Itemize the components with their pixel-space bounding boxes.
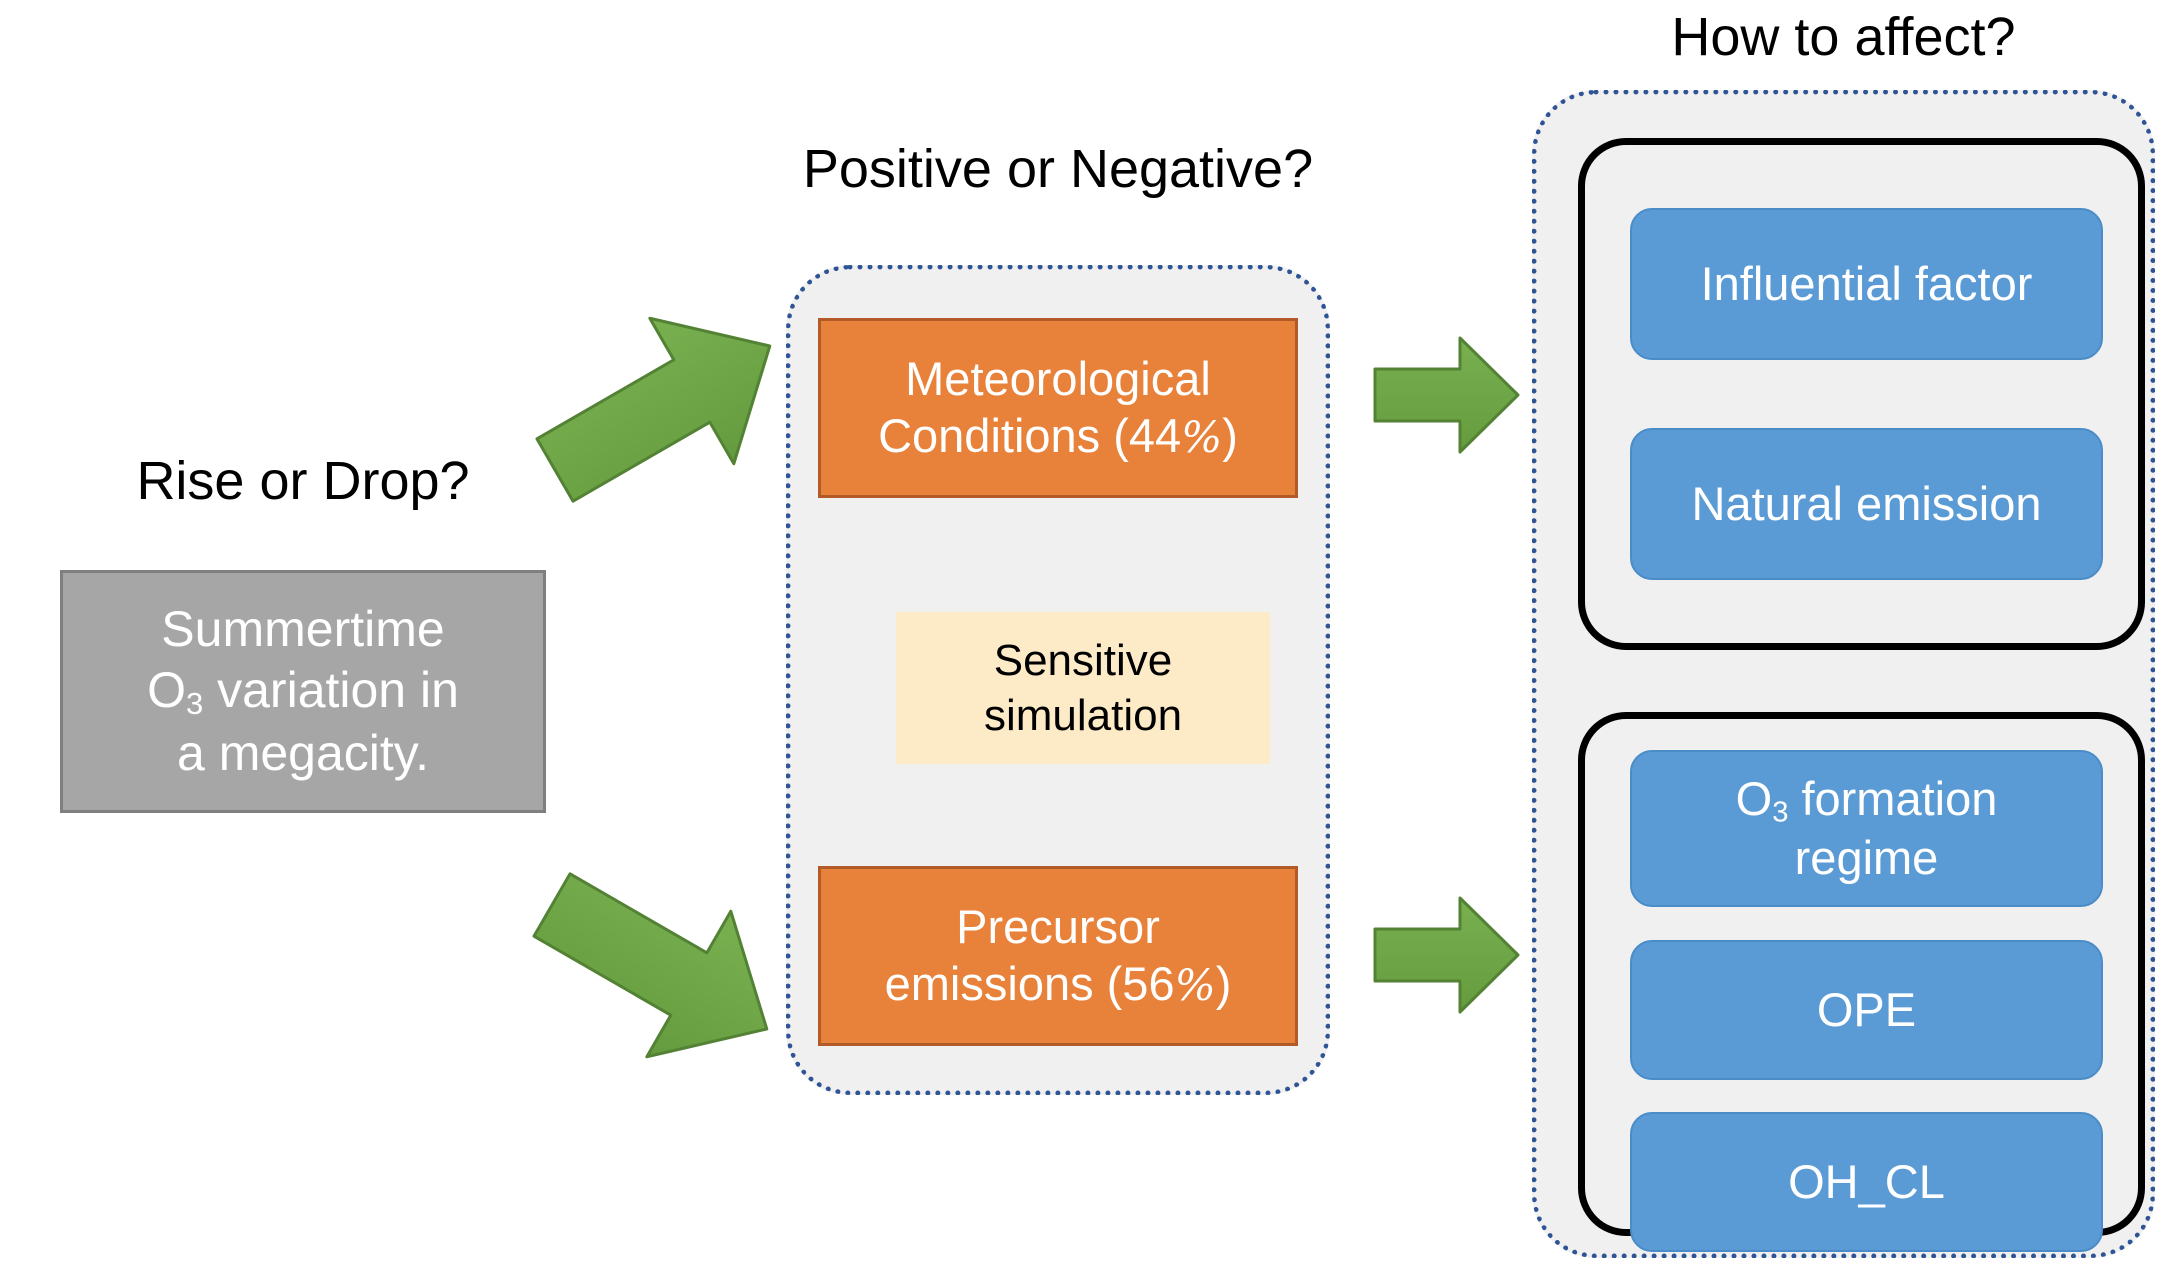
arrow-right-icon-bottom — [1373, 896, 1520, 1014]
arrow-down-right-icon — [532, 872, 769, 1059]
o3-formation-regime-text: O3 formation regime — [1736, 771, 1998, 887]
sensitive-line-2: simulation — [983, 691, 1183, 740]
sensitive-simulation-text: Sensitive simulation — [984, 633, 1182, 743]
met-line-1: Meteorological — [905, 352, 1211, 406]
arrow-up-right-icon — [535, 316, 772, 503]
o3-formation-line-1: O3 formation — [1735, 771, 1998, 829]
source-box-text: Summertime O3 variation in a megacity. — [147, 599, 459, 784]
met-line-2-tail: ) — [1222, 408, 1238, 462]
source-line-1: Summertime — [161, 601, 445, 658]
sensitive-simulation-box[interactable]: Sensitive simulation — [896, 612, 1270, 764]
met-line-2: Conditions (44 — [878, 408, 1182, 462]
heading-rise-or-drop: Rise or Drop? — [136, 451, 470, 511]
blue-box-ope[interactable]: OPE — [1630, 940, 2103, 1080]
source-line-3: a megacity. — [177, 724, 429, 781]
heading-how-to-affect: How to affect? — [1671, 7, 2016, 67]
arrow-right-icon-top — [1373, 336, 1520, 454]
blue-box-oh-cl[interactable]: OH_CL — [1630, 1112, 2103, 1252]
meteorological-conditions-box[interactable]: Meteorological Conditions (44%) — [818, 318, 1298, 498]
source-line-2-o3: O3 — [147, 662, 204, 721]
met-percent-sign: % — [1181, 412, 1223, 463]
sensitive-line-1: Sensitive — [993, 636, 1173, 685]
o3-formation-line-2: regime — [1794, 830, 1939, 884]
meteorological-conditions-text: Meteorological Conditions (44%) — [878, 351, 1238, 464]
source-box: Summertime O3 variation in a megacity. — [60, 570, 546, 813]
blue-box-o3-formation-regime[interactable]: O3 formation regime — [1630, 750, 2103, 907]
precursor-line-2-tail: ) — [1215, 956, 1232, 1010]
precursor-emissions-box[interactable]: Precursor emissions (56%) — [818, 866, 1298, 1046]
precursor-emissions-text: Precursor emissions (56%) — [885, 899, 1232, 1012]
precursor-line-2: emissions (56 — [884, 956, 1175, 1010]
source-line-2-rest: variation in — [217, 662, 459, 719]
precursor-line-1: Precursor — [956, 900, 1160, 954]
heading-positive-or-negative: Positive or Negative? — [802, 139, 1314, 199]
blue-box-influential-factor[interactable]: Influential factor — [1630, 208, 2103, 360]
precursor-percent-sign: % — [1174, 960, 1216, 1011]
blue-box-natural-emission[interactable]: Natural emission — [1630, 428, 2103, 580]
